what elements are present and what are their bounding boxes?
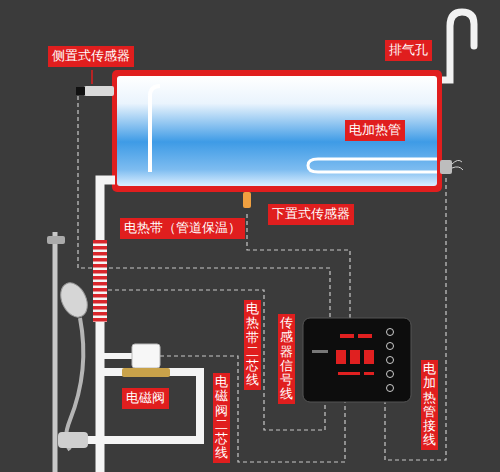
controller-display [336, 334, 374, 375]
valve-body [122, 368, 170, 377]
solenoid-valve [132, 344, 160, 368]
label-text: 电热带（管道保温） [124, 220, 241, 236]
brand-mark [312, 350, 328, 353]
shower-hose [66, 318, 83, 450]
label-text: 电磁阀二芯线 [215, 375, 228, 461]
callout-label: 传感器信号线 [278, 314, 295, 404]
callout-label: 电热带二芯线 [244, 300, 261, 390]
controller-panel [303, 318, 411, 402]
element-leads [452, 160, 463, 170]
heating-band [93, 240, 107, 322]
label-text: 电热带二芯线 [246, 302, 259, 388]
callout-label: 侧置式传感器 [48, 46, 134, 67]
rod-bracket [47, 236, 65, 244]
label-text: 电加热管接线 [423, 362, 436, 448]
tank-shell [112, 70, 442, 192]
element-fitting [440, 160, 452, 174]
callout-label: 下置式传感器 [268, 204, 354, 225]
leader-line [91, 70, 93, 84]
label-text: 电加热管 [349, 122, 401, 138]
controller-buttons [387, 329, 394, 392]
inlet-pipe [150, 86, 160, 172]
bottom-sensor [243, 192, 251, 208]
shower-head [56, 279, 93, 322]
mixer [58, 432, 88, 448]
heating-element [308, 159, 437, 172]
outlet-pipe [100, 180, 115, 472]
callout-label: 电磁阀二芯线 [213, 373, 230, 463]
label-text: 排气孔 [389, 42, 428, 58]
side-sensor [84, 86, 114, 96]
side-sensor-tip [76, 87, 85, 95]
tank-water [117, 76, 437, 186]
label-text: 侧置式传感器 [52, 48, 130, 64]
shower-rod [53, 232, 58, 472]
callout-label: 电磁阀 [122, 388, 169, 409]
label-text: 下置式传感器 [272, 206, 350, 222]
label-text: 传感器信号线 [280, 316, 293, 402]
callout-label: 电热带（管道保温） [120, 218, 245, 239]
callout-label: 电加热管 [345, 120, 405, 141]
callout-label: 排气孔 [385, 40, 432, 61]
exhaust-pipe [436, 12, 474, 80]
callout-label: 电加热管接线 [421, 360, 438, 450]
label-text: 电磁阀 [126, 390, 165, 406]
